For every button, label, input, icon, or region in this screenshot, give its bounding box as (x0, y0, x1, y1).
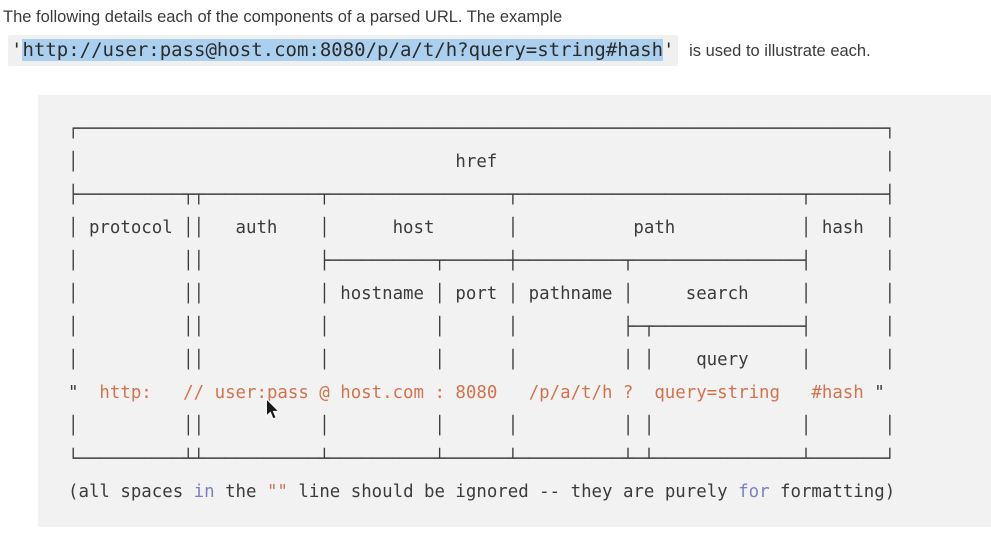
diagram-row: │ ││ │ │ │ │ │ │ │ (68, 416, 896, 436)
intro-text-suffix: is used to illustrate each. (684, 42, 871, 60)
url-ascii-diagram: ┌───────────────────────────────────────… (68, 113, 895, 509)
diagram-row: │ ││ ├──────────┬──────┼──────────┬─────… (68, 251, 896, 271)
diagram-row: ┌───────────────────────────────────────… (68, 119, 896, 139)
diagram-row: │ href │ (68, 152, 896, 172)
note-empty-string: "" (266, 482, 288, 502)
diagram-row: │ ││ │ hostname │ port │ pathname │ sear… (68, 284, 896, 304)
note-keyword-for: for (738, 482, 770, 502)
note-keyword-in: in (193, 482, 215, 502)
note-text: the (214, 482, 267, 502)
intro-example-line: 'http://user:pass@host.com:8080/p/a/t/h?… (8, 35, 871, 66)
code-close-quote: ' (663, 39, 675, 61)
diagram-row: ├──────────┬┬───────────┬───────────────… (68, 185, 896, 205)
note-text: line should be ignored -- they are purel… (287, 482, 739, 502)
url-selection-highlight: http://user:pass@host.com:8080/p/a/t/h?q… (22, 39, 664, 61)
formatting-note: (all spaces in the "" line should be ign… (68, 476, 895, 509)
url-example-line: " http: // user:pass @ host.com : 8080 /… (68, 377, 895, 410)
diagram-row: │ ││ │ │ │ │ │ query │ │ (68, 350, 896, 370)
diagram-row: └──────────┴┴───────────┴──────────┴────… (68, 449, 896, 469)
url-open-quote: " (68, 383, 79, 403)
example-url-code: 'http://user:pass@host.com:8080/p/a/t/h?… (8, 35, 678, 66)
diagram-panel: ┌───────────────────────────────────────… (38, 95, 991, 527)
note-text: formatting) (769, 482, 896, 502)
url-example-body: http: // user:pass @ host.com : 8080 /p/… (78, 383, 875, 403)
diagram-row: │ ││ │ │ │ ├─┬──────────────┤ │ (68, 317, 896, 337)
url-close-quote: " (874, 383, 885, 403)
note-text: (all spaces (68, 482, 194, 502)
diagram-row: │ protocol ││ auth │ host │ path │ hash … (68, 218, 896, 238)
intro-text: The following details each of the compon… (3, 8, 563, 26)
code-open-quote: ' (11, 39, 23, 61)
